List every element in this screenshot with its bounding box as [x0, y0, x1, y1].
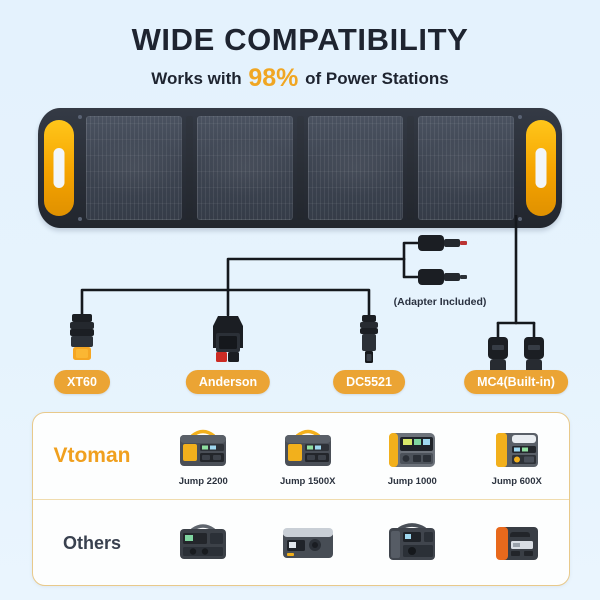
connector-label-anderson[interactable]: Anderson: [185, 370, 271, 394]
compatibility-percent: 98%: [248, 64, 299, 92]
brand-label-vtoman: Vtoman: [53, 444, 131, 467]
product-item[interactable]: [151, 518, 256, 569]
power-station-icon: [495, 433, 538, 467]
subtitle-suffix: of Power Stations: [305, 69, 449, 88]
connector-anderson-icon: [213, 316, 243, 362]
adapter-mc4-pair-icon: [418, 235, 467, 285]
solar-fold-2: [196, 116, 293, 220]
solar-fold-3: [307, 116, 404, 220]
cable-diagram: [70, 215, 544, 375]
wire-riser-adapter: [226, 257, 406, 292]
product-name: Jump 2200: [178, 476, 228, 487]
product-item[interactable]: [360, 518, 465, 569]
compat-row-vtoman: Vtoman Jump 2200: [33, 413, 569, 499]
solar-cell-array: [82, 116, 518, 220]
power-station-icon: [495, 526, 538, 560]
others-product-list: [151, 518, 569, 569]
product-item[interactable]: Jump 2200: [151, 425, 256, 487]
wire-adapter-top: [402, 241, 420, 261]
subtitle-prefix: Works with: [151, 69, 242, 88]
wire-adapter-bottom: [402, 257, 420, 279]
product-item[interactable]: Jump 1500X: [256, 425, 361, 487]
power-station-icon: [180, 523, 227, 559]
connector-label-dc5521[interactable]: DC5521: [333, 370, 405, 394]
subtitle: Works with 98% of Power Stations: [0, 64, 600, 93]
connector-label-xt60[interactable]: XT60: [54, 370, 110, 394]
connector-xt60-icon: [70, 314, 94, 360]
wire-bus-main: [80, 288, 371, 317]
product-item[interactable]: Jump 600X: [465, 425, 570, 487]
adapter-included-note: (Adapter Included): [393, 296, 487, 308]
product-item[interactable]: Jump 1000: [360, 425, 465, 487]
power-station-icon: [389, 522, 436, 560]
power-station-icon: [389, 433, 436, 467]
product-name: Jump 600X: [491, 476, 542, 487]
page-title: WIDE COMPATIBILITY: [131, 22, 469, 57]
vtoman-product-list: Jump 2200 Jump 1500: [151, 425, 569, 487]
product-item[interactable]: [256, 518, 361, 569]
connector-label-mc4[interactable]: MC4(Built-in): [464, 370, 568, 394]
power-station-icon: [284, 429, 331, 466]
product-name: Jump 1500X: [280, 476, 336, 487]
solar-fold-4: [418, 116, 514, 220]
solar-fold-1: [86, 116, 182, 220]
compatibility-card: Vtoman Jump 2200: [32, 412, 570, 586]
panel-handle-left: [44, 120, 74, 216]
power-station-icon: [282, 527, 333, 558]
panel-handle-right: [526, 120, 556, 216]
connector-dc5521-icon: [360, 315, 378, 363]
solar-panel-image: [38, 108, 562, 228]
product-name: Jump 1000: [387, 476, 437, 487]
product-item[interactable]: [465, 518, 570, 569]
brand-label-others: Others: [62, 532, 122, 553]
power-station-icon: [180, 429, 227, 466]
solar-panel-body: [38, 108, 562, 228]
compat-row-others: Others: [33, 499, 569, 585]
